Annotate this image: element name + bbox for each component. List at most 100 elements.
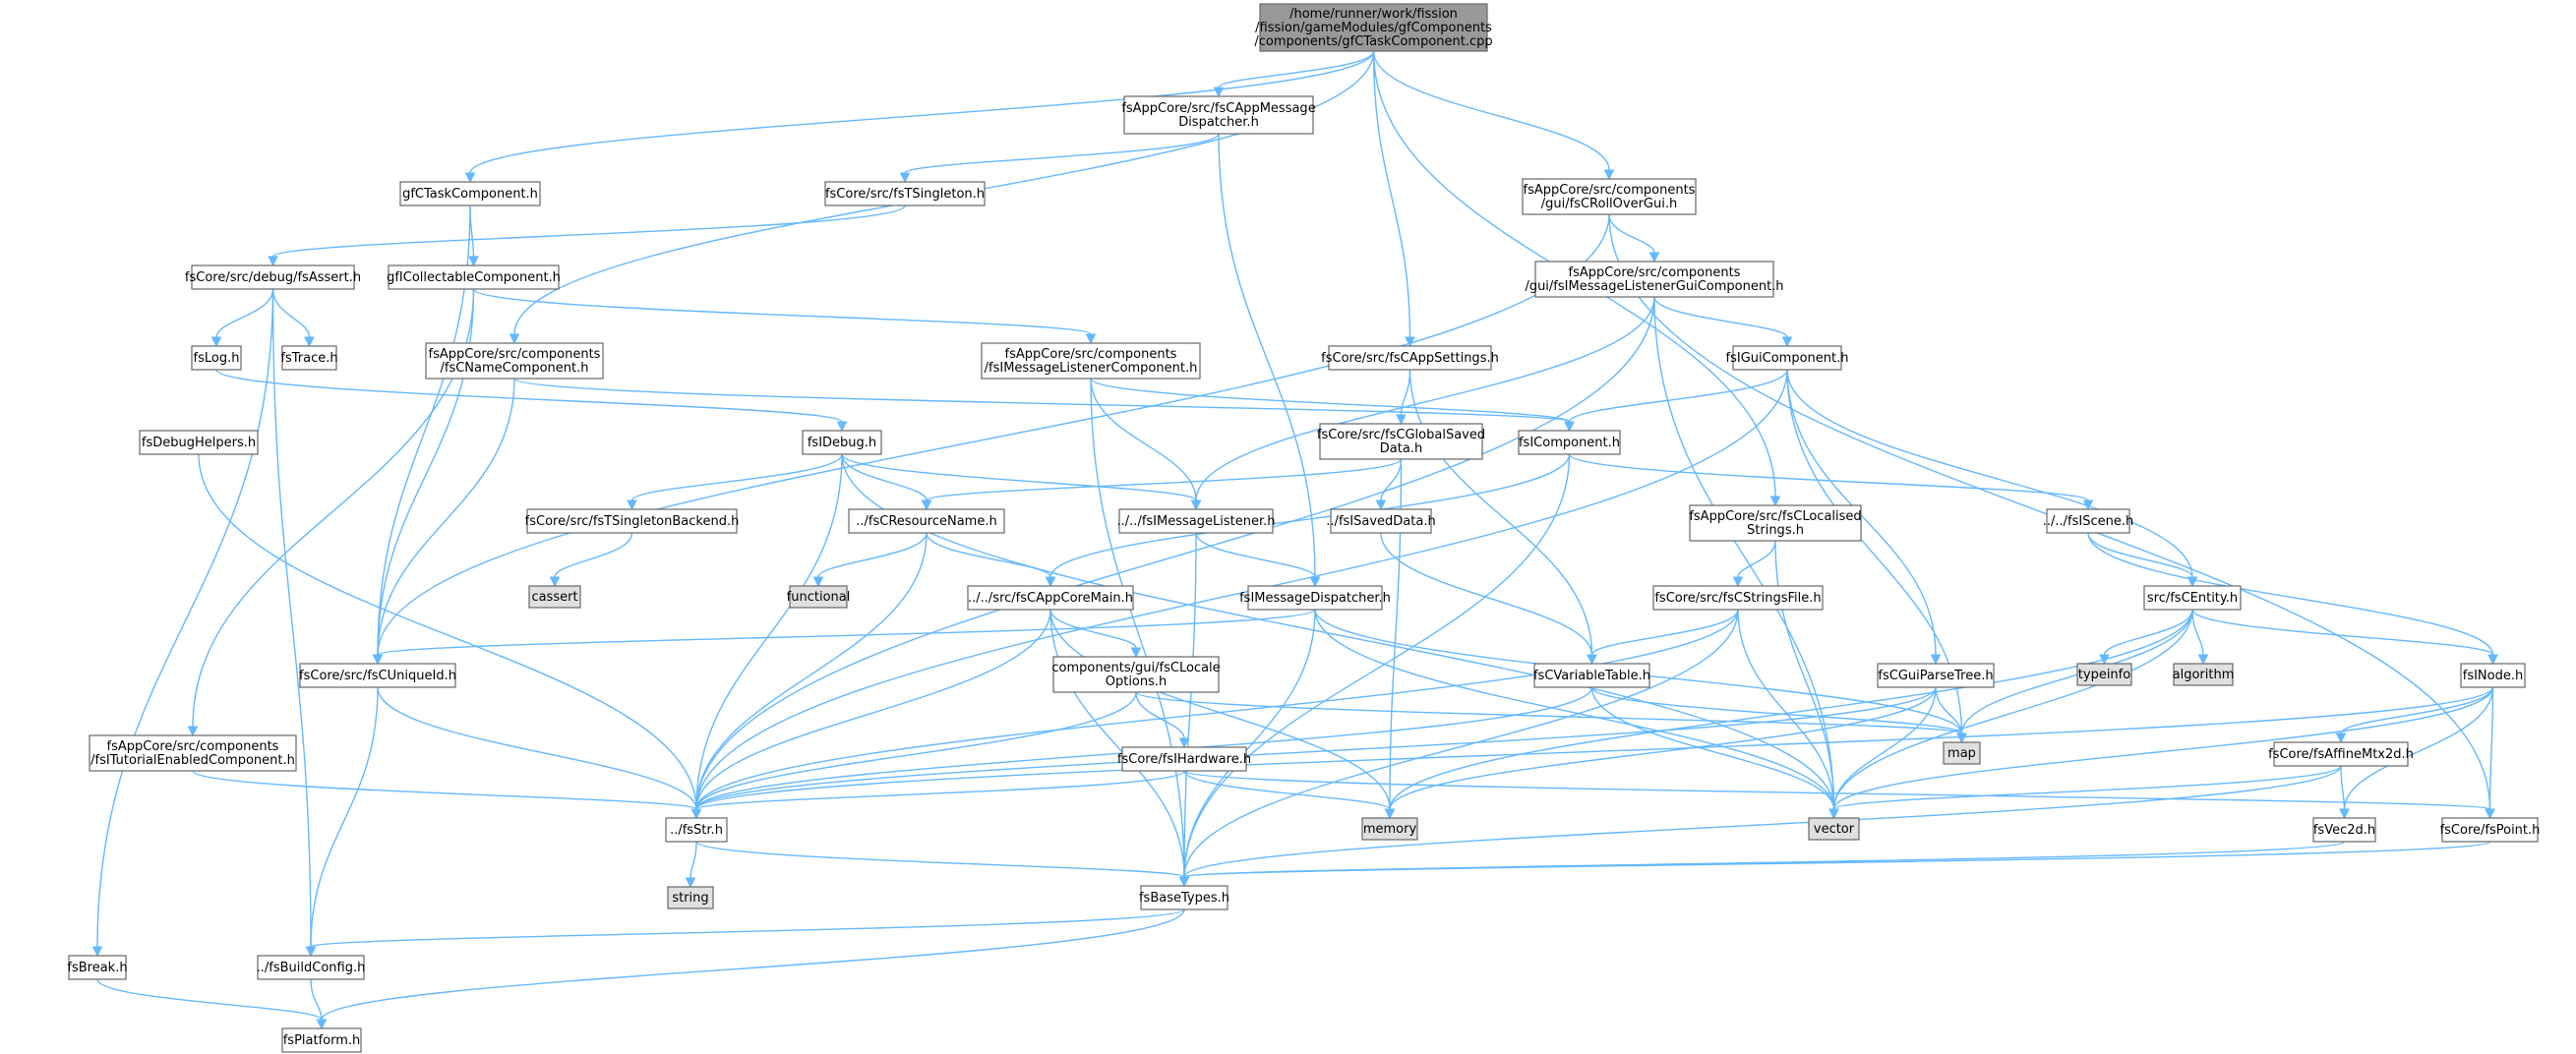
node-box — [1361, 817, 1418, 841]
node-label: fsINode.h — [2463, 669, 2523, 683]
node-box — [89, 734, 297, 772]
node-box — [1689, 504, 1862, 542]
edge-line — [1195, 296, 1655, 501]
node-affine[interactable]: fsCore/fsAffineMtx2d.h — [2268, 741, 2414, 767]
edge-centity-to-algorithm — [2191, 609, 2209, 666]
edge-line — [2191, 609, 2494, 656]
node-imsglist[interactable]: ../../fsIMessageListener.h — [1117, 508, 1276, 534]
edge-arrowhead — [305, 946, 317, 958]
node-vartable[interactable]: fsCVariableTable.h — [1533, 663, 1650, 688]
node-msglistgui[interactable]: fsAppCore/src/components/gui/fsIMessageL… — [1525, 261, 1784, 298]
node-idebug[interactable]: fsIDebug.h — [802, 430, 882, 455]
node-msglistcomp[interactable]: fsAppCore/src/components/fsIMessageListe… — [981, 342, 1201, 380]
node-platform[interactable]: fsPlatform.h — [281, 1027, 362, 1053]
node-label: cassert — [531, 590, 577, 605]
node-box — [824, 181, 986, 206]
node-box — [191, 345, 242, 371]
node-root[interactable]: /home/runner/work/fission/fission/gameMo… — [1254, 3, 1493, 52]
edge-line — [1183, 770, 1391, 810]
node-stringsfile[interactable]: fsCore/src/fsCStringsFile.h — [1652, 585, 1824, 611]
node-tutorial[interactable]: fsAppCore/src/components/fsITutorialEnab… — [89, 734, 297, 772]
edge-line — [2191, 609, 2204, 656]
node-label: memory — [1363, 822, 1417, 837]
node-fslog[interactable]: fsLog.h — [191, 345, 242, 371]
edge-line — [1786, 369, 2193, 578]
edge-fsbreak-to-platform — [96, 978, 328, 1030]
node-box — [2143, 585, 2242, 611]
edge-resname-to-functional — [812, 532, 928, 588]
node-appcoremain[interactable]: ../../src/fsCAppCoreMain.h — [967, 585, 1134, 611]
node-label: fsLog.h — [194, 351, 240, 366]
edge-line — [689, 841, 697, 879]
edge-arrowhead — [2487, 654, 2498, 666]
edge-stringsfile-to-basetypes — [1178, 609, 1739, 888]
node-gftask[interactable]: gfCTaskComponent.h — [399, 181, 541, 206]
node-isaved[interactable]: ../fsISavedData.h — [1326, 508, 1436, 534]
node-box — [1140, 885, 1228, 910]
node-cname[interactable]: fsAppCore/src/components/fsCNameComponen… — [425, 342, 604, 380]
node-debughelpers[interactable]: fsDebugHelpers.h — [139, 430, 259, 455]
node-fsbreak[interactable]: fsBreak.h — [67, 955, 128, 980]
node-box — [2173, 663, 2234, 686]
node-label: ../fsBuildConfig.h — [257, 961, 366, 975]
node-centity[interactable]: src/fsCEntity.h — [2143, 585, 2242, 611]
edge-arrowhead — [627, 499, 637, 511]
node-appsettings[interactable]: fsCore/src/fsCAppSettings.h — [1321, 345, 1499, 371]
node-layer: /home/runner/work/fission/fission/gameMo… — [67, 3, 2541, 1053]
node-ihardware[interactable]: fsCore/fsIHardware.h — [1117, 746, 1251, 772]
node-uniqueid[interactable]: fsCore/src/fsCUniqueId.h — [299, 663, 456, 688]
edge-affine-to-basetypes — [1178, 765, 2342, 888]
edge-line — [469, 50, 1375, 174]
node-point[interactable]: fsCore/fsPoint.h — [2440, 817, 2541, 843]
edge-line — [695, 453, 843, 810]
edge-centity-to-inode — [2191, 609, 2498, 666]
node-box — [2460, 663, 2526, 688]
node-buildconfig[interactable]: ../fsBuildConfig.h — [257, 955, 366, 980]
node-map: map — [1943, 741, 1981, 765]
edge-line — [1049, 453, 1571, 578]
node-fsstr[interactable]: ../fsStr.h — [665, 817, 728, 843]
edge-arrowhead — [210, 336, 222, 348]
node-guicomp[interactable]: fsIGuiComponent.h — [1726, 345, 1849, 371]
edge-line — [1653, 296, 1788, 338]
node-resname[interactable]: ../fsCResourceName.h — [848, 508, 1005, 534]
node-label: Options.h — [1106, 674, 1168, 689]
node-vec2d[interactable]: fsVec2d.h — [2312, 817, 2376, 843]
edge-arrowhead — [836, 421, 848, 433]
node-tsingbackend[interactable]: fsCore/src/fsTSingletonBackend.h — [525, 508, 740, 534]
node-label: /fsIMessageListenerComponent.h — [985, 361, 1198, 376]
node-fsassert[interactable]: fsCore/src/debug/fsAssert.h — [185, 264, 361, 290]
edge-line — [695, 686, 2494, 810]
edge-ihardware-to-memory — [1183, 770, 1396, 820]
edge-arrowhead — [1178, 876, 1190, 888]
node-box — [526, 508, 738, 534]
node-guiparse[interactable]: fsCGuiParseTree.h — [1877, 663, 1995, 688]
edge-arrowhead — [1309, 576, 1321, 588]
edge-idebug-to-imsglist — [841, 453, 1202, 511]
edge-line — [1183, 841, 2491, 878]
node-icomponent[interactable]: fsIComponent.h — [1518, 430, 1621, 455]
edge-arrowhead — [1190, 499, 1202, 511]
node-imsgdisp[interactable]: fsIMessageDispatcher.h — [1239, 585, 1391, 611]
node-iscene[interactable]: ../../fsIScene.h — [2043, 508, 2133, 534]
edge-line — [1737, 609, 1835, 810]
edge-arrowhead — [2335, 732, 2347, 744]
node-tsingleton[interactable]: fsCore/src/fsTSingleton.h — [824, 181, 986, 206]
node-box — [1518, 430, 1621, 455]
edge-line — [2340, 686, 2494, 734]
edge-localised-to-stringsfile — [1732, 540, 1776, 588]
node-box — [789, 585, 848, 609]
node-fstrace[interactable]: fsTrace.h — [280, 345, 338, 371]
edge-arrowhead — [2197, 654, 2209, 666]
edge-arrowhead — [1769, 496, 1781, 507]
node-basetypes[interactable]: fsBaseTypes.h — [1139, 885, 1229, 910]
edge-line — [198, 453, 697, 810]
node-rollover[interactable]: fsAppCore/src/components/gui/fsCRollOver… — [1522, 178, 1697, 215]
node-inode[interactable]: fsINode.h — [2460, 663, 2526, 688]
node-gfcollect[interactable]: gfICollectableComponent.h — [387, 264, 561, 290]
node-box — [1247, 585, 1383, 611]
